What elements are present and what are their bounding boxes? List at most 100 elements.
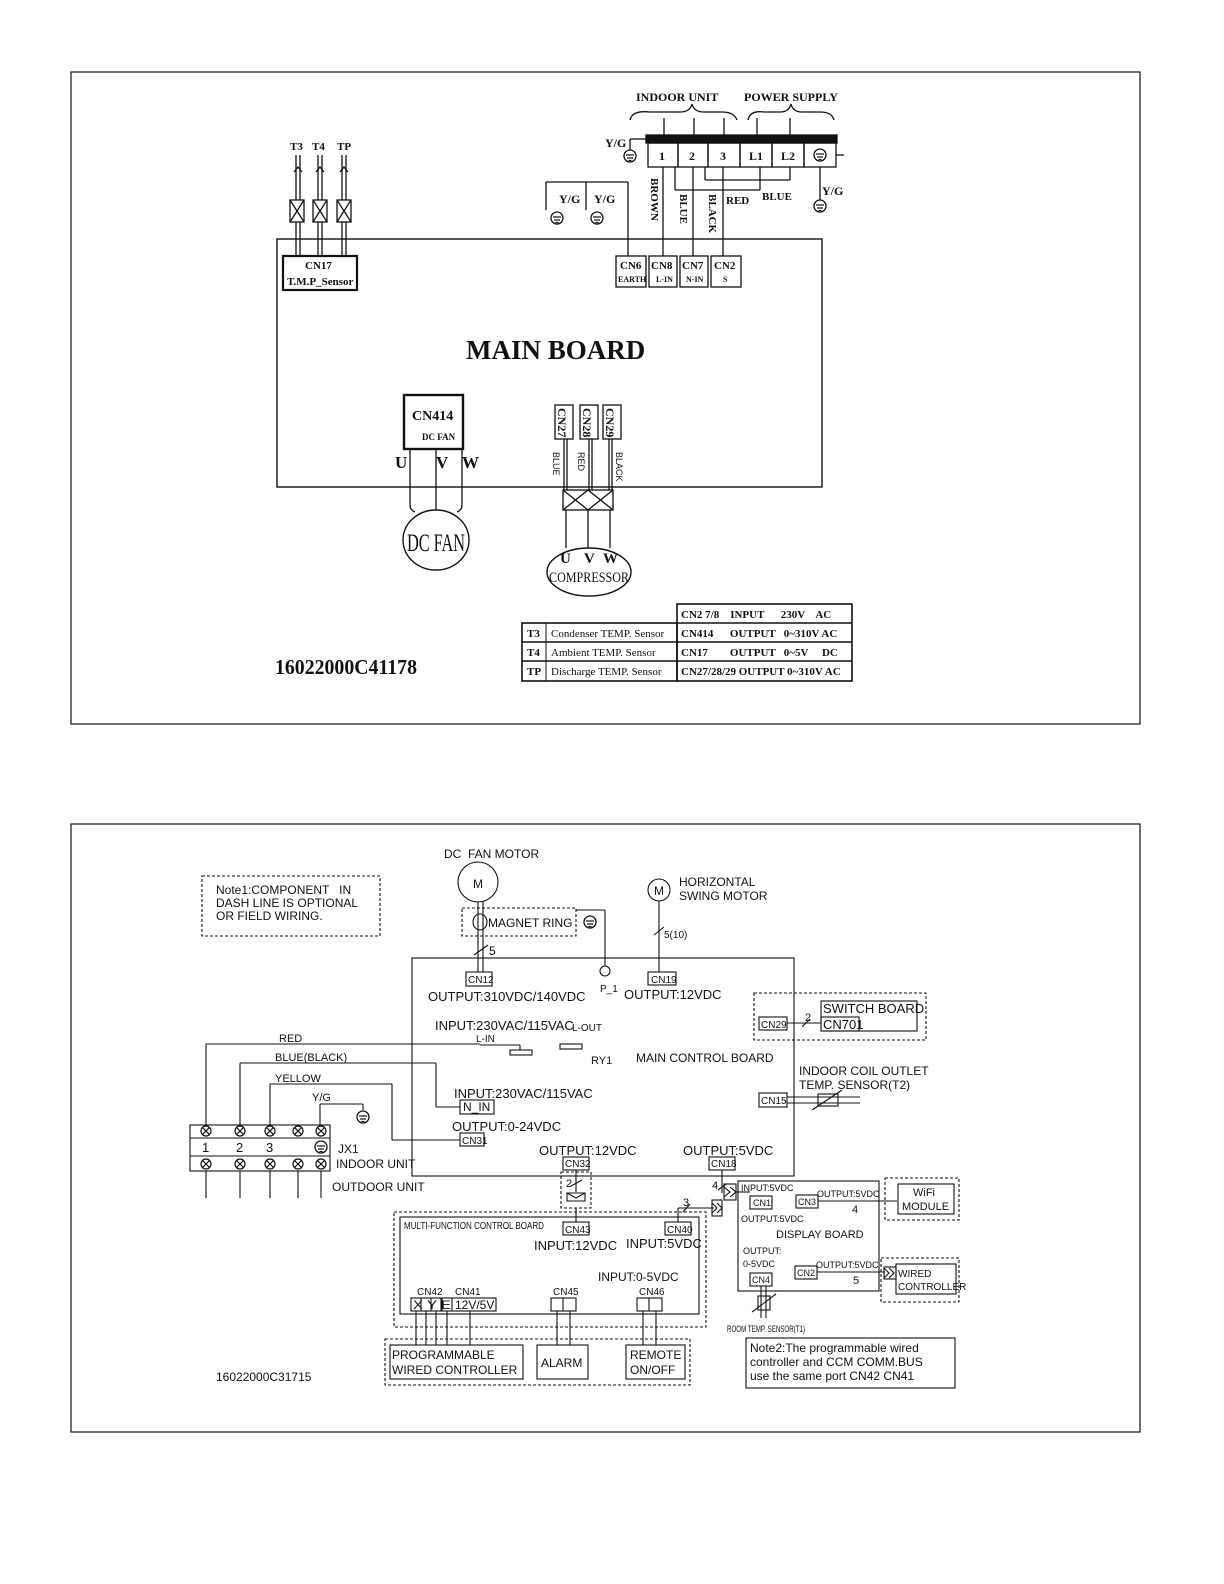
comp-black: BLACK <box>614 452 624 482</box>
cn32-label: CN32 <box>565 1159 591 1170</box>
wired-line-2: CONTROLLER <box>898 1282 966 1293</box>
comp-u: U <box>560 551 571 567</box>
mfcb-box <box>399 1216 700 1315</box>
display-board-box <box>737 1180 880 1292</box>
cn40-wires-count: 3 <box>683 1197 689 1209</box>
remote-line-1: REMOTE <box>630 1348 681 1362</box>
yg-label-right: Y/G <box>822 184 843 198</box>
yg-label-left: Y/G <box>605 136 626 150</box>
display-output-05-line-1: OUTPUT: <box>743 1246 782 1256</box>
wire-brown: BROWN <box>648 178 660 221</box>
t2-label: TEMP. SENSOR(T2) <box>799 1078 910 1092</box>
p1-node <box>599 965 611 977</box>
input-05-label: INPUT:0-5VDC <box>598 1270 679 1284</box>
v125-label: 12V/5V <box>455 1298 494 1312</box>
wire-blue: BLUE <box>677 194 689 224</box>
sensor-tp: TP <box>337 141 351 153</box>
terminal-l2: L2 <box>781 149 795 163</box>
jx1-ground-icon <box>356 1110 370 1124</box>
outputs-dashed <box>384 1338 691 1386</box>
sensor-t4: T4 <box>312 141 325 153</box>
wired-controller-dashed <box>880 1257 960 1303</box>
terminal-1: 1 <box>659 149 665 163</box>
bottom-diagram <box>70 823 1141 1433</box>
wire-red: RED <box>726 195 749 207</box>
room-temp-label: ROOM TEMP. SENSOR(T1) <box>727 1324 805 1334</box>
terminal-2: 2 <box>689 149 695 163</box>
bottom-part-number: 16022000C31715 <box>216 1370 312 1384</box>
wifi-wires-count: 4 <box>852 1204 858 1216</box>
cn46-label: CN46 <box>639 1287 665 1298</box>
cn7-sub: N-IN <box>686 275 704 284</box>
jx1-term-3: 3 <box>266 1140 273 1155</box>
input-5-label: INPUT:5VDC <box>626 1236 702 1251</box>
cn2-box <box>710 255 742 288</box>
fan-w: W <box>462 453 479 472</box>
cn31-box <box>459 1132 485 1147</box>
cn32-wires-count: 2 <box>566 1178 572 1190</box>
table-desc-tp: Discharge TEMP. Sensor <box>551 666 662 678</box>
main-control-board-label: MAIN CONTROL BOARD <box>636 1051 774 1065</box>
cn414-box <box>402 393 465 451</box>
indoor-unit-label: INDOOR UNIT <box>336 1157 416 1171</box>
cn29-label: CN29 <box>603 408 617 437</box>
output-12-top-label: OUTPUT:12VDC <box>624 987 722 1002</box>
wire-yellow-label: YELLOW <box>275 1073 321 1085</box>
cn29-label: CN29 <box>761 1020 787 1031</box>
cn12-box <box>465 971 493 987</box>
input-230b-label: INPUT:230VAC/115VAC <box>454 1086 593 1101</box>
cn43-box <box>562 1221 590 1236</box>
yg-ground-right-icon <box>813 199 827 213</box>
cn6-ground-b-icon <box>590 211 604 225</box>
power-supply-label: POWER SUPPLY <box>744 90 838 104</box>
display-output-c-label: OUTPUT:5VDC <box>816 1260 879 1270</box>
xye-label: X Y E <box>413 1298 451 1312</box>
alarm-box <box>536 1344 589 1380</box>
cn45-label: CN45 <box>553 1287 579 1298</box>
wired-controller-box <box>895 1263 957 1295</box>
cn43-label: CN43 <box>565 1225 591 1236</box>
horizontal-label: HORIZONTAL <box>679 875 756 889</box>
terminal-l1: L1 <box>749 149 763 163</box>
yg-ground-icon <box>623 149 637 163</box>
cn8-sub: L-IN <box>656 275 673 284</box>
wired-line-1: WIRED <box>898 1269 931 1280</box>
indoor-unit-label: INDOOR UNIT <box>636 90 718 104</box>
cn28-label: CN28 <box>580 408 594 437</box>
t2-sensor <box>817 1093 839 1107</box>
switch-wires-count: 2 <box>805 1012 811 1024</box>
compressor-circle <box>546 547 632 597</box>
magnet-ring-label: MAGNET RING <box>488 916 572 930</box>
cn701-label: CN701 <box>823 1017 863 1032</box>
spec-table <box>521 603 853 682</box>
power-brace <box>747 103 835 121</box>
display-output-b-label: OUTPUT:5VDC <box>817 1189 880 1199</box>
terminal-ground-icon <box>813 148 827 162</box>
output-5-label: OUTPUT:5VDC <box>683 1143 773 1158</box>
comp-blue: BLUE <box>551 452 561 476</box>
comp-red: RED <box>576 452 586 472</box>
mfcb-label: MULTI-FUNCTION CONTROL BOARD <box>404 1221 544 1232</box>
cn1-box <box>749 1195 773 1210</box>
ry1-right <box>559 1043 583 1050</box>
dc-fan-motor-label: DC FAN MOTOR <box>444 847 539 861</box>
cn6-box <box>615 255 647 288</box>
alarm-label: ALARM <box>541 1356 582 1370</box>
fan-motor-m: M <box>473 877 483 891</box>
cn41-label: CN41 <box>455 1287 481 1298</box>
jx1-term-2: 2 <box>236 1140 243 1155</box>
output-024-label: OUTPUT:0-24VDC <box>452 1119 561 1134</box>
wifi-module-box <box>897 1183 955 1215</box>
cn15-box <box>758 1092 788 1108</box>
comp-v: V <box>584 551 595 567</box>
cn6-sub: EARTH <box>618 275 647 284</box>
magnet-ground-icon <box>583 915 597 929</box>
p1-label: P_1 <box>600 984 618 995</box>
cn2-sub: S <box>723 275 728 284</box>
note1-line-2: DASH LINE IS OPTIONAL <box>216 896 358 910</box>
magnet-ring-box <box>461 907 577 937</box>
programmable-box <box>389 1344 524 1380</box>
wired-wires-count: 5 <box>853 1275 859 1287</box>
note1-box <box>201 875 381 937</box>
